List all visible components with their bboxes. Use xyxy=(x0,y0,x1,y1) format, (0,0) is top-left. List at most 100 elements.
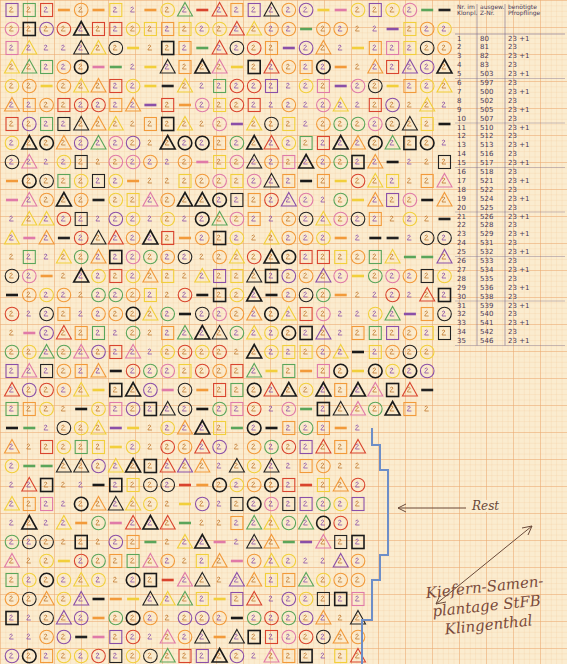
table-cell: 30 xyxy=(457,294,466,301)
tree-symbol xyxy=(75,213,87,226)
tree-symbol xyxy=(196,650,208,663)
tree-symbol xyxy=(127,479,139,492)
tree-symbol xyxy=(265,155,279,169)
tree-symbol xyxy=(40,383,54,397)
tree-symbol xyxy=(286,83,290,88)
tree-symbol xyxy=(439,289,451,302)
table-cell: 23 xyxy=(508,44,517,51)
table-cell: 27 xyxy=(457,267,466,274)
tree-symbol xyxy=(407,102,411,107)
tree-symbol xyxy=(420,41,434,55)
tree-symbol xyxy=(212,3,227,17)
tree-symbol xyxy=(93,599,105,600)
tree-symbol xyxy=(247,459,261,473)
tree-symbol xyxy=(23,592,37,606)
tree-symbol xyxy=(126,22,140,36)
tree-symbol xyxy=(386,345,400,359)
tree-symbol xyxy=(126,364,140,378)
tree-symbol xyxy=(437,79,452,93)
tree-symbol xyxy=(317,251,329,264)
tree-symbol xyxy=(402,117,417,131)
tree-symbol xyxy=(334,573,348,587)
table-cell: 23 +1 xyxy=(508,320,529,327)
tree-symbol xyxy=(248,99,260,112)
tree-symbol xyxy=(404,137,416,150)
tree-symbol xyxy=(231,618,243,619)
tree-symbol xyxy=(300,460,312,473)
tree-symbol xyxy=(61,406,65,411)
table-cell: 83 xyxy=(480,62,489,69)
tree-symbol xyxy=(247,478,261,492)
tree-symbol xyxy=(265,440,279,454)
tree-symbol xyxy=(110,4,122,17)
tree-symbol xyxy=(178,345,192,359)
table-rule xyxy=(455,256,565,257)
tree-symbol xyxy=(200,520,204,525)
tree-symbol xyxy=(74,79,89,93)
tree-symbol xyxy=(196,555,208,568)
tree-symbol xyxy=(23,383,37,397)
tree-symbol xyxy=(356,64,360,69)
table-cell: 510 xyxy=(480,125,493,132)
tree-symbol xyxy=(144,118,156,131)
tree-symbol xyxy=(385,402,400,416)
table-cell: 534 xyxy=(480,267,493,274)
tree-symbol xyxy=(231,270,243,283)
table-cell: 22 xyxy=(457,222,466,229)
table-cell: 529 xyxy=(480,231,493,238)
tree-symbol xyxy=(178,288,192,302)
tree-symbol xyxy=(108,459,123,473)
tree-symbol xyxy=(335,428,347,429)
tree-symbol xyxy=(282,250,296,264)
tree-symbol xyxy=(387,175,399,188)
tree-symbol xyxy=(144,497,158,511)
tree-symbol xyxy=(196,162,208,163)
tree-symbol xyxy=(403,269,417,283)
tree-symbol xyxy=(178,250,192,264)
table-cell: 502 xyxy=(480,98,493,105)
tree-symbol xyxy=(179,238,191,239)
tree-symbol xyxy=(299,269,313,283)
tree-symbol xyxy=(126,326,140,340)
table-cell: 522 xyxy=(480,187,493,194)
tree-symbol xyxy=(269,216,273,221)
tree-symbol xyxy=(300,485,312,486)
tree-symbol xyxy=(110,599,122,600)
tree-symbol xyxy=(356,463,360,468)
tree-symbol xyxy=(74,592,89,606)
tree-symbol xyxy=(264,174,279,188)
tree-symbol xyxy=(317,403,329,416)
tree-symbol xyxy=(214,542,226,543)
tree-symbol xyxy=(110,650,122,663)
table-rule xyxy=(455,78,565,79)
tree-symbol xyxy=(5,554,20,568)
tree-symbol xyxy=(148,425,152,430)
tree-symbol xyxy=(321,653,325,658)
tree-symbol xyxy=(143,231,158,245)
table-header: benötigte Pfropflinge xyxy=(508,4,532,17)
tree-symbol xyxy=(352,498,364,511)
tree-symbol xyxy=(317,516,331,530)
tree-symbol xyxy=(299,212,313,226)
tree-symbol xyxy=(58,238,70,239)
tree-symbol xyxy=(6,42,18,55)
tree-symbol xyxy=(403,193,417,207)
tree-symbol xyxy=(402,60,417,74)
tree-symbol xyxy=(231,593,243,606)
tree-symbol xyxy=(283,365,295,378)
tree-symbol xyxy=(22,478,37,492)
tree-symbol xyxy=(39,231,54,245)
tree-symbol xyxy=(425,216,429,221)
table-cell: 34 xyxy=(457,329,466,336)
tree-symbol xyxy=(79,311,83,316)
table-cell: 507 xyxy=(480,116,493,123)
tree-symbol xyxy=(252,235,256,240)
table-cell: 516 xyxy=(480,151,493,158)
tree-symbol xyxy=(93,23,105,36)
tree-symbol xyxy=(57,212,71,226)
tree-symbol xyxy=(126,459,141,473)
tree-symbol xyxy=(299,288,313,302)
tree-symbol xyxy=(179,105,191,106)
tree-symbol xyxy=(265,193,279,207)
tree-symbol xyxy=(234,444,238,449)
